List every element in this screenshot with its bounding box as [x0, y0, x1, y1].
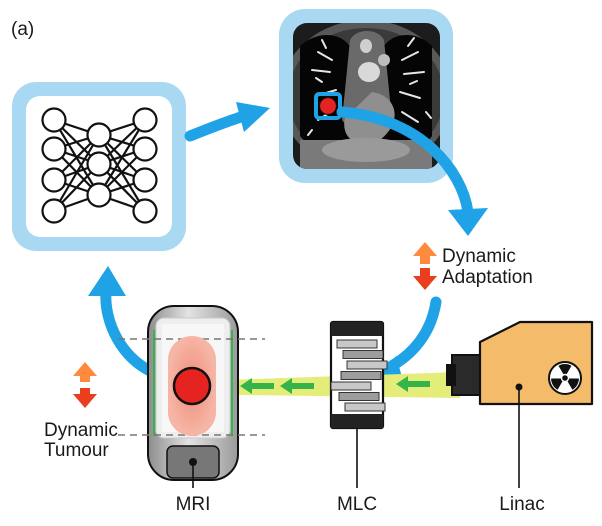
arrow-network-to-ct [184, 110, 250, 142]
linac-label: Linac [499, 494, 544, 515]
dynamic-tumour-line1: Dynamic [44, 420, 118, 441]
ct-scan-icon [293, 23, 440, 169]
network-node [41, 167, 67, 193]
neural-network-icon [41, 107, 158, 224]
network-node [86, 122, 112, 148]
network-node [132, 198, 158, 224]
dynamic-adaptation-line1: Dynamic [442, 246, 516, 267]
network-node [132, 167, 158, 193]
mlc-label: MLC [337, 494, 377, 515]
beam-direction-arrows [240, 376, 430, 394]
mri-scanner [118, 305, 265, 481]
linac [446, 320, 594, 406]
mlc-leaf [340, 371, 382, 380]
dynamic-tumour-line2: Tumour [44, 440, 109, 461]
network-node [132, 107, 158, 133]
tumour [172, 366, 212, 406]
network-node [86, 151, 112, 177]
network-node [86, 182, 112, 208]
network-node [41, 198, 67, 224]
arrow-ct-to-adaptation [336, 106, 474, 218]
mlc-leaf [342, 350, 384, 359]
tumour-marker [318, 96, 338, 116]
network-edge [98, 119, 146, 196]
mlc-leaf [330, 381, 372, 391]
mlc-leaf [346, 360, 388, 370]
ct-scan-panel [279, 9, 453, 183]
mlc-collimator [329, 320, 388, 430]
mlc-leaf [338, 392, 380, 401]
neural-network-panel [12, 82, 186, 251]
panel-label: (a) [11, 19, 34, 40]
tumour-roi-box [314, 92, 342, 120]
network-node [41, 107, 67, 133]
network-node [132, 136, 158, 162]
dynamic-adaptation-line2: Adaptation [442, 267, 533, 288]
network-edge [53, 134, 100, 212]
mlc-leaf [336, 339, 378, 349]
mri-label: MRI [176, 494, 211, 515]
dynamic-adaptation-arrow-icon [413, 242, 437, 290]
radiation-trefoil-icon [548, 361, 582, 395]
mlc-leaf [344, 402, 386, 412]
network-node [41, 136, 67, 162]
arrow-adaptation-to-mlc [378, 296, 442, 376]
dynamic-tumour-arrow-icon [73, 362, 97, 408]
